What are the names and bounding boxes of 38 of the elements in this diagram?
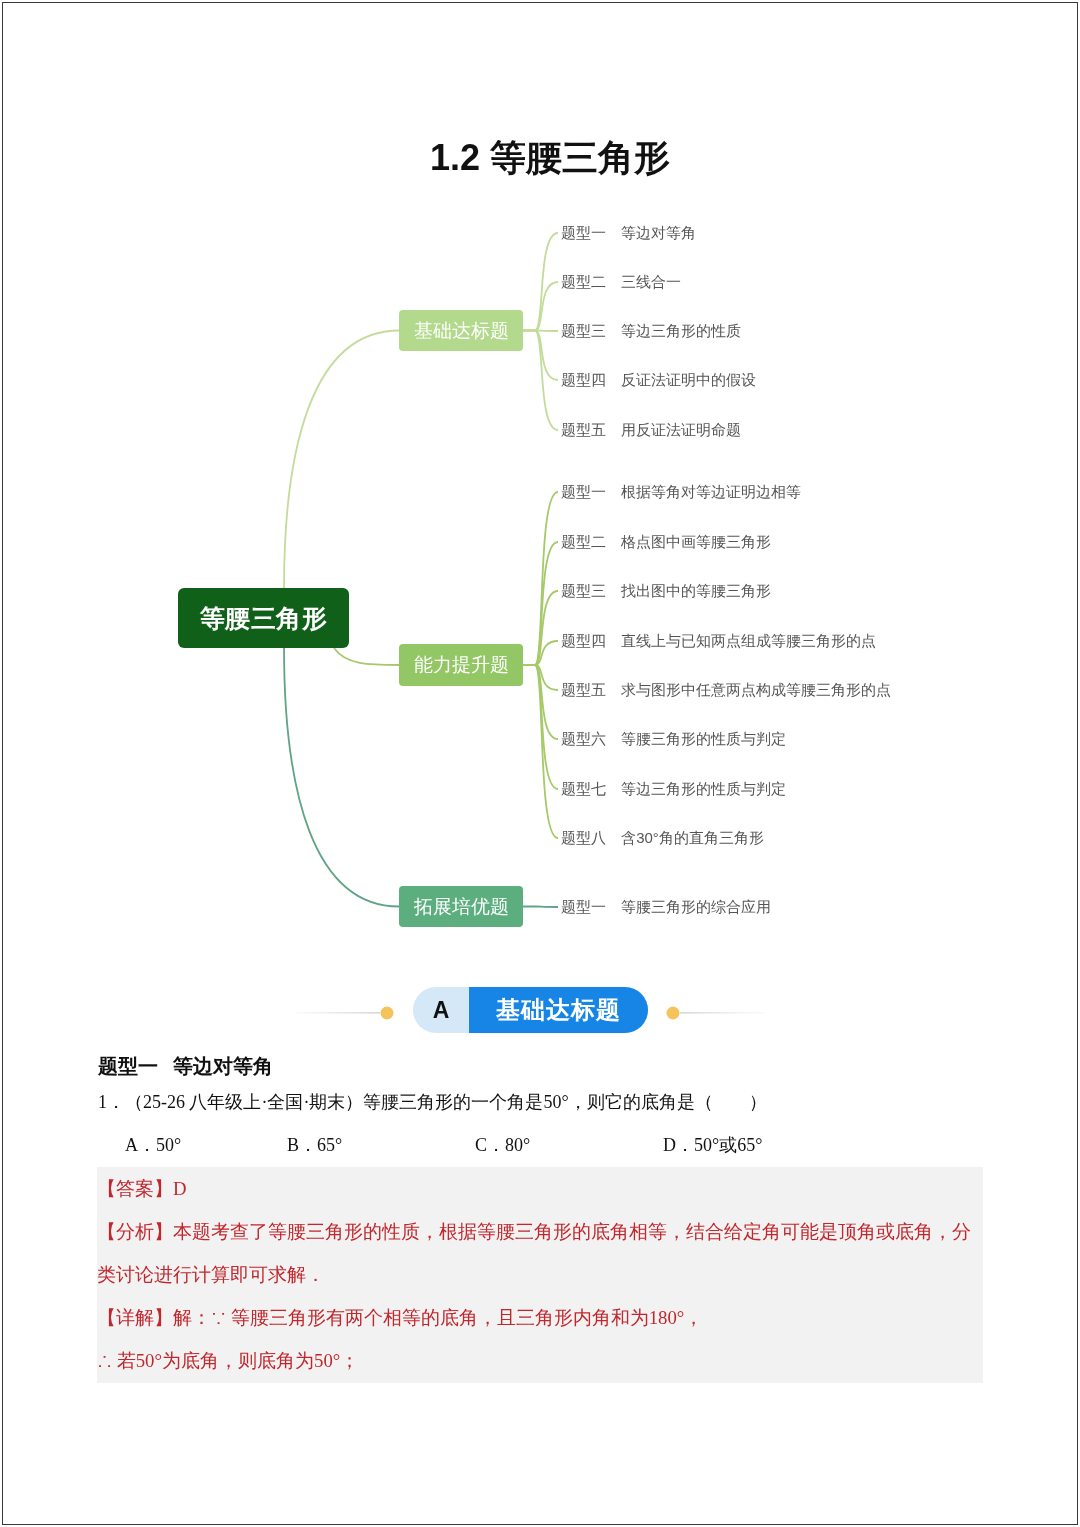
subtopic-box: 拓展培优题 xyxy=(399,886,523,927)
subtopic-box: 基础达标题 xyxy=(399,310,523,351)
topic-text: 题型四 直线上与已知两点组成等腰三角形的点 xyxy=(558,629,877,653)
topic-text: 题型一 等腰三角形的综合应用 xyxy=(558,895,772,919)
connector-line xyxy=(283,329,400,589)
section-heading: 题型一 等边对等角 xyxy=(98,1054,273,1079)
topic-text: 题型六 等腰三角形的性质与判定 xyxy=(558,727,787,751)
topic-text: 题型七 等边三角形的性质与判定 xyxy=(558,777,787,801)
analysis-paragraph: 【分析】本题考查了等腰三角形的性质，根据等腰三角形的底角相等，结合给定角可能是顶角或底角，分类讨论进行计算即可求解． xyxy=(97,1220,972,1287)
section-banner xyxy=(413,987,648,1033)
main-topic-box: 等腰三角形 xyxy=(178,588,349,648)
answer-line: 【答案】D xyxy=(97,1177,187,1201)
connector-line xyxy=(333,647,400,666)
topic-text: 题型一 等边对等角 xyxy=(558,221,697,245)
topic-text: 题型五 求与图形中任意两点构成等腰三角形的点 xyxy=(558,678,892,702)
topic-text: 题型五 用反证法证明命题 xyxy=(558,418,742,442)
solution-line: 【详解】解：∵ 等腰三角形有两个相等的底角，且三角形内角和为180°， xyxy=(97,1306,704,1330)
connector-line xyxy=(522,905,559,908)
topic-text: 题型四 反证法证明中的假设 xyxy=(558,368,757,392)
page-title: 1.2 等腰三角形 xyxy=(430,136,670,180)
option-text: B．65° xyxy=(287,1134,343,1157)
topic-text: 题型二 三线合一 xyxy=(558,270,682,294)
section-letter: A xyxy=(431,995,451,1025)
option-text: C．80° xyxy=(475,1134,531,1157)
topic-text: 题型一 根据等角对等边证明边相等 xyxy=(558,480,802,504)
question-text: 1．（25-26 八年级上·全国·期末）等腰三角形的一个角是50°，则它的底角是（ ） xyxy=(98,1091,767,1114)
topic-text: 题型二 格点图中画等腰三角形 xyxy=(558,530,772,554)
option-text: A．50° xyxy=(125,1134,182,1157)
topic-text: 题型八 含30°角的直角三角形 xyxy=(558,826,764,850)
section-title: 基础达标题 xyxy=(469,987,648,1033)
connector-line xyxy=(522,664,559,839)
connector-line xyxy=(522,329,559,431)
connector-line xyxy=(283,647,400,908)
topic-text: 题型三 找出图中的等腰三角形 xyxy=(558,579,772,603)
subtopic-box: 能力提升题 xyxy=(399,644,523,686)
solution-line: ∴ 若50°为底角，则底角为50°； xyxy=(97,1349,360,1373)
option-text: D．50°或65° xyxy=(663,1134,763,1157)
topic-text: 题型三 等边三角形的性质 xyxy=(558,319,742,343)
